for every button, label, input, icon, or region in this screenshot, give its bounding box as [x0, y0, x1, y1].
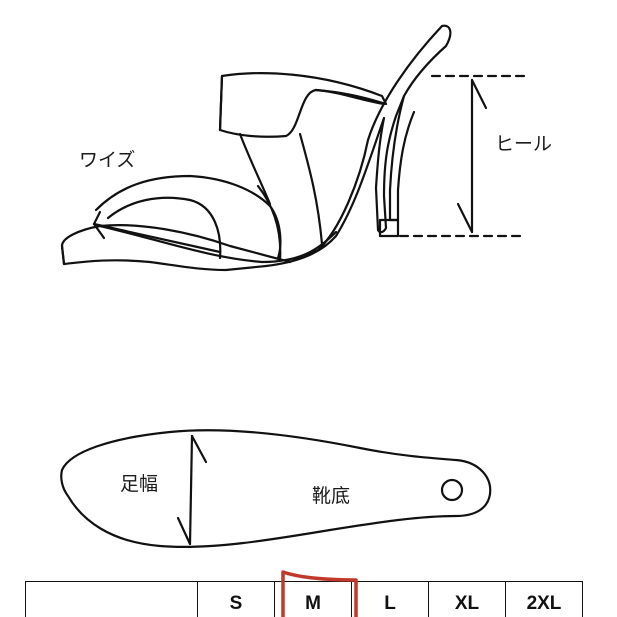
sandal-sole-edge: [60, 244, 66, 266]
sandal-toe-strap-side: [256, 184, 282, 262]
size-header-l: L: [351, 581, 429, 617]
insole-heel-hole: [440, 478, 464, 502]
heel-label: ヒール: [495, 133, 553, 155]
width-label: ワイズ: [79, 149, 136, 171]
size-table: S M L XL 2XL: [25, 581, 583, 617]
size-header-xl: XL: [428, 581, 506, 617]
heel-height-indicator: [398, 74, 526, 238]
heel-arrow-top: [470, 78, 488, 110]
sole-label: 靴底: [312, 485, 351, 507]
sandal-heel-tip: [378, 218, 400, 238]
sandal-illustration: [60, 24, 452, 272]
sandal-ankle-strap-inner: [314, 88, 386, 106]
sandal-toe-strap: [94, 174, 282, 260]
sandal-strap-connector: [238, 132, 272, 206]
foot-width-arrow: [176, 434, 208, 546]
size-header-m: M: [274, 581, 352, 617]
size-header-blank: [25, 581, 198, 617]
insole-outline: [60, 429, 492, 548]
sandal-ankle-strap-side: [218, 74, 224, 132]
sandal-ankle-strap: [218, 72, 388, 138]
size-table-header-row: S M L XL 2XL: [25, 581, 583, 617]
size-header-s: S: [197, 581, 275, 617]
size-header-2xl: 2XL: [505, 581, 583, 617]
sandal-strap-connector-2: [298, 132, 324, 246]
width-arrow: [92, 210, 222, 254]
foot-width-label: 足幅: [120, 473, 159, 495]
sandal-heel: [388, 94, 416, 222]
sandal-sole-outline: [60, 24, 452, 272]
heel-arrow-bottom: [456, 202, 474, 234]
sandal-toe-strap-inner: [106, 196, 222, 260]
insole-illustration: [60, 429, 492, 548]
sandal-footbed-line: [98, 224, 338, 264]
